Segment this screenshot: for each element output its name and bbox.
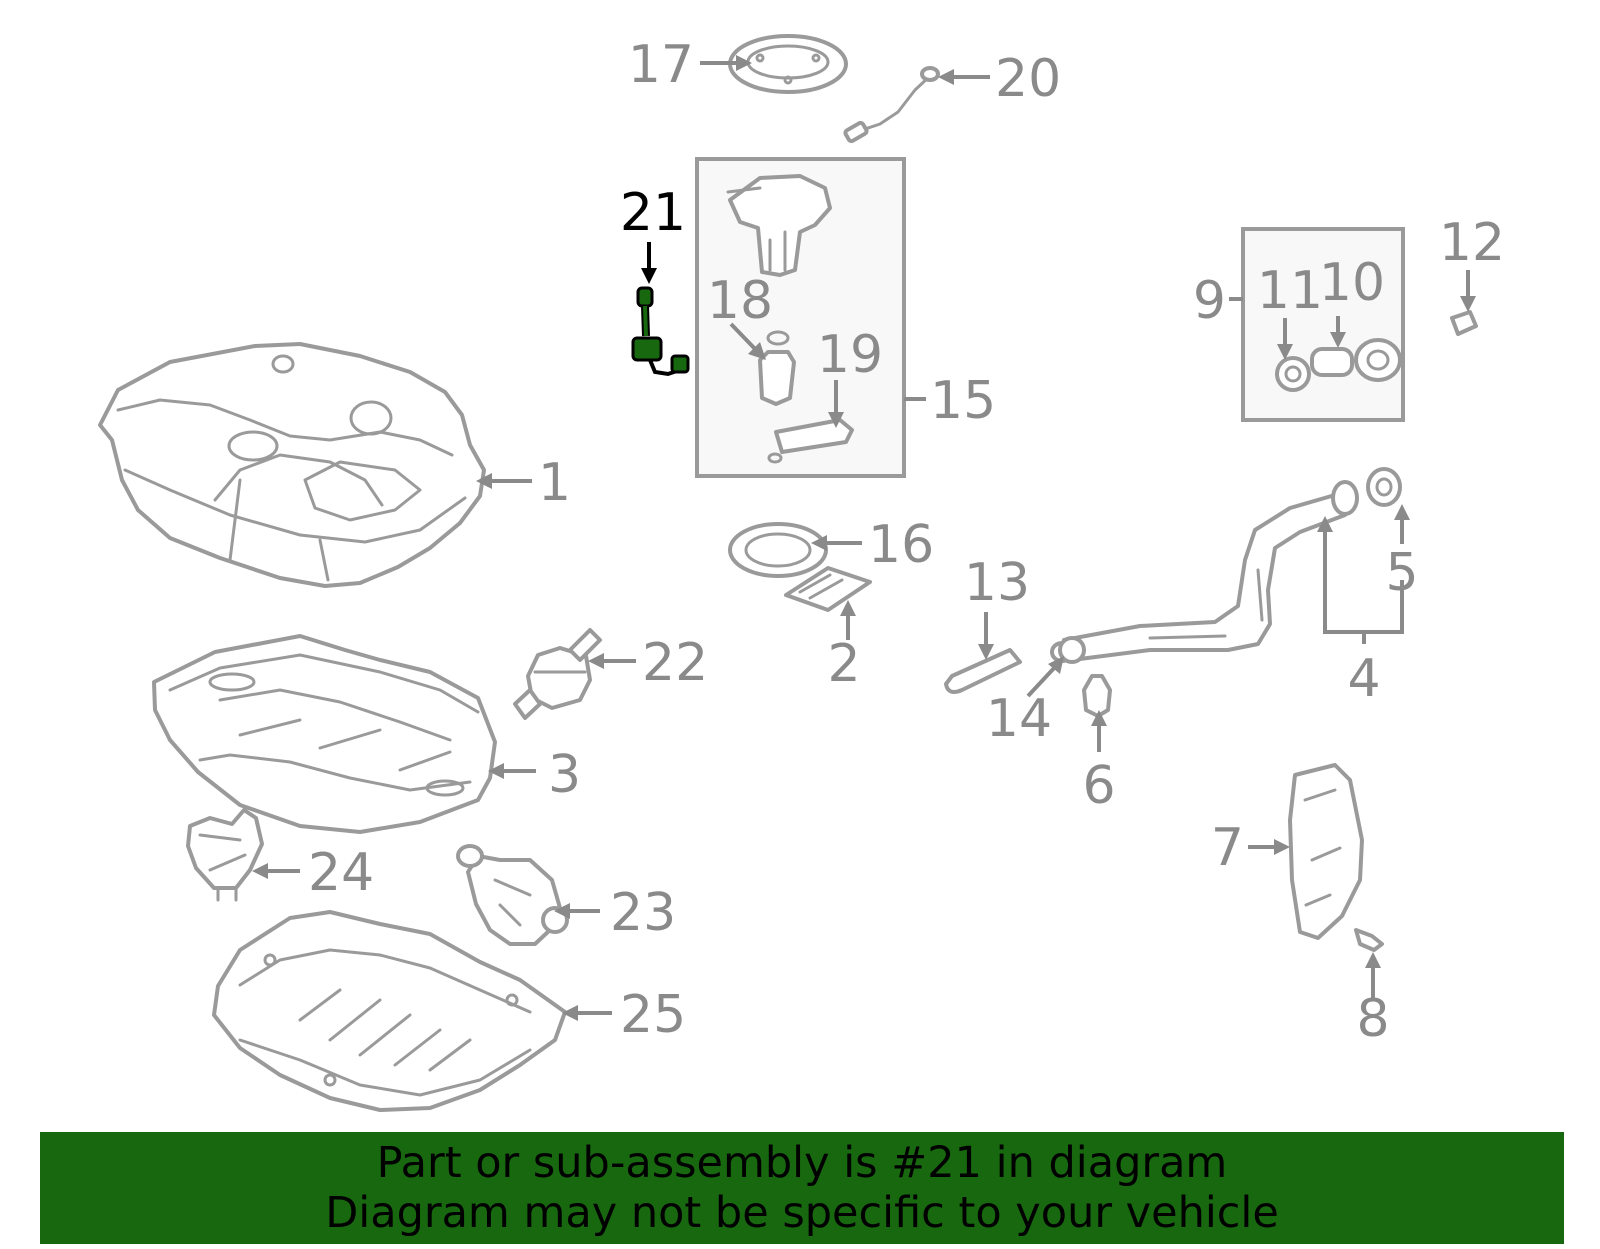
- part-21-harness[interactable]: [631, 286, 690, 377]
- callout-6: 6: [1082, 756, 1115, 816]
- callout-7: 7: [1211, 818, 1244, 878]
- callout-10: 10: [1319, 253, 1385, 313]
- callout-14: 14: [986, 689, 1052, 749]
- callout-22: 22: [642, 633, 708, 693]
- part-2-filter[interactable]: [784, 566, 872, 612]
- part-23-valve[interactable]: [456, 844, 569, 946]
- callout-24: 24: [308, 843, 374, 903]
- callout-4: 4: [1347, 649, 1380, 709]
- callout-18: 18: [707, 271, 773, 331]
- callout-16: 16: [868, 515, 934, 575]
- part-5-ring[interactable]: [1366, 467, 1402, 507]
- part-7-shield[interactable]: [1288, 763, 1364, 940]
- part-9-door-kit[interactable]: [1241, 227, 1405, 422]
- part-24-bracket[interactable]: [186, 808, 264, 902]
- part-20-harness[interactable]: [843, 66, 940, 144]
- part-3-tank-tray[interactable]: [152, 634, 497, 834]
- callout-23: 23: [610, 883, 676, 943]
- part-15-pump-assembly[interactable]: [695, 157, 906, 478]
- part-13-hose[interactable]: [944, 648, 1022, 694]
- callout-3: 3: [548, 745, 581, 805]
- callout-5: 5: [1385, 543, 1418, 603]
- banner-line-1: Part or sub-assembly is #21 in diagram: [376, 1138, 1228, 1188]
- callout-21: 21: [620, 183, 686, 243]
- leader-lines: [252, 55, 1476, 1021]
- part-1-fuel-tank[interactable]: [98, 342, 486, 588]
- callout-8: 8: [1356, 989, 1389, 1049]
- callout-20: 20: [995, 49, 1061, 109]
- callout-17: 17: [628, 35, 694, 95]
- callout-labels: 1 2 3 4 5 6 7 8 9 10 11 12 13 14 15 16 1…: [308, 35, 1505, 1049]
- callout-12: 12: [1439, 213, 1505, 273]
- part-8-clip[interactable]: [1354, 928, 1384, 952]
- callout-13: 13: [964, 553, 1030, 613]
- callout-9: 9: [1193, 271, 1226, 331]
- part-6-valve[interactable]: [1082, 674, 1112, 718]
- part-25-under-cover[interactable]: [212, 910, 567, 1112]
- part-22-valve[interactable]: [513, 628, 602, 720]
- part-4-filler-pipe[interactable]: [1058, 480, 1359, 664]
- callout-19: 19: [817, 325, 883, 385]
- part-12-bumper[interactable]: [1450, 310, 1478, 336]
- callout-2: 2: [827, 634, 860, 694]
- info-banner: Part or sub-assembly is #21 in diagram D…: [40, 1132, 1564, 1244]
- callout-11: 11: [1257, 261, 1323, 321]
- banner-line-2: Diagram may not be specific to your vehi…: [325, 1188, 1279, 1238]
- part-16-gasket[interactable]: [728, 522, 828, 578]
- callout-25: 25: [620, 985, 686, 1045]
- callout-1: 1: [538, 453, 571, 513]
- callout-15: 15: [930, 371, 996, 431]
